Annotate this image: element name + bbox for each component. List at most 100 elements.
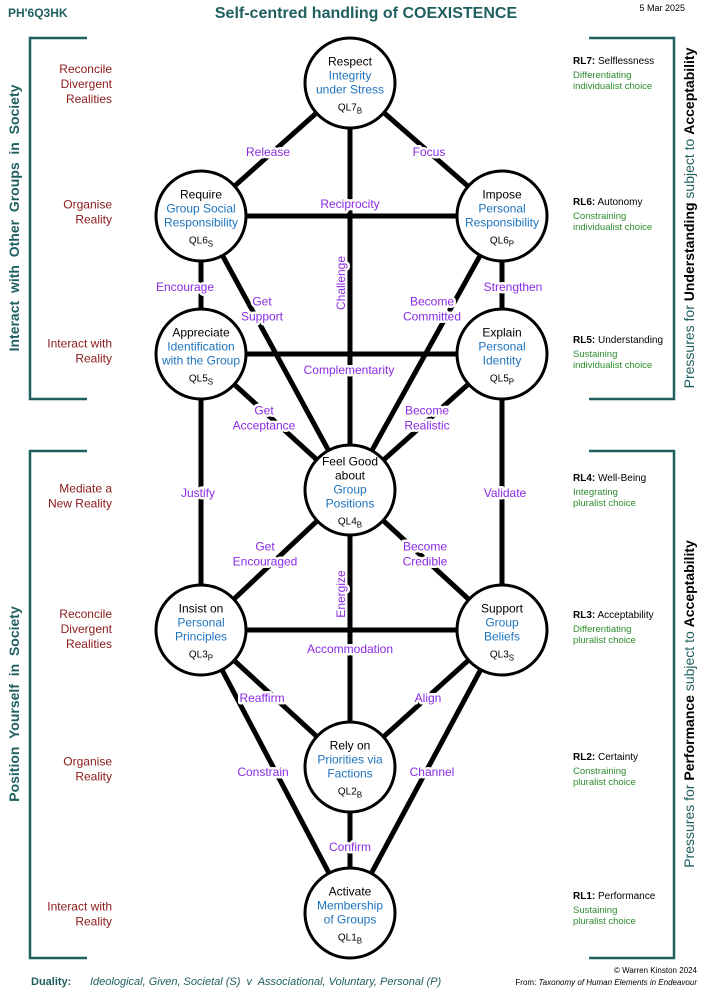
right-bracket-bottom: [589, 449, 676, 960]
node-text: Impose: [482, 188, 522, 202]
right-label-sub: pluralist choice: [573, 498, 636, 509]
right-label-sub: Sustaining: [573, 349, 617, 360]
right-bracket-label-part: Acceptability: [681, 540, 697, 627]
node-code: QL2B: [338, 787, 362, 800]
right-bracket-label-part: Performance: [681, 695, 697, 781]
edge-label-validate: Validate: [484, 486, 527, 500]
node-code: QL6S: [189, 236, 213, 249]
node-text: Insist on: [179, 602, 224, 616]
source-from-label: From:: [515, 978, 538, 987]
node-code: QL3P: [189, 650, 213, 663]
right-label-sub: pluralist choice: [573, 777, 636, 788]
node-text: Appreciate: [172, 326, 230, 340]
right-bracket-top: [589, 36, 676, 401]
right-label-heading: RL7: Selflessness: [573, 56, 654, 67]
right-label-heading: RL5: Understanding: [573, 335, 663, 346]
right-label-heading: RL2: Certainty: [573, 752, 638, 763]
left-bracket-top: [28, 36, 87, 401]
node-text: Respect: [328, 55, 373, 69]
right-bracket-label-part: Pressures for: [681, 301, 697, 388]
node-text: Responsibility: [164, 216, 238, 230]
node-circle: [455, 307, 549, 401]
node-text: Activate: [329, 885, 372, 899]
right-label-1: RL7: SelflessnessDifferentiatingindividu…: [573, 56, 654, 92]
node-code: QL7B: [338, 103, 362, 116]
edge-label-confirm: Confirm: [329, 840, 371, 854]
node-text: Personal: [478, 202, 525, 216]
node-text: Integrity: [329, 69, 372, 83]
node-text: Group: [485, 616, 519, 630]
node-circle: [303, 36, 397, 130]
node-text: Rely on: [330, 739, 371, 753]
edge-ql3p-ql1: [198, 628, 353, 915]
document-date: 5 Mar 2025: [639, 3, 685, 13]
node-text: Explain: [482, 326, 521, 340]
left-bracket-bottom-label: Position Yourself in Society: [6, 606, 22, 802]
right-label-heading: RL3: Acceptability: [573, 610, 654, 621]
node-code: QL5S: [189, 374, 213, 387]
right-label-sub: Differentiating: [573, 624, 631, 635]
right-label-sub: Constraining: [573, 211, 626, 222]
node-text: of Groups: [324, 913, 377, 927]
node-text: Personal: [478, 340, 525, 354]
node-text: under Stress: [316, 83, 384, 97]
left-bracket-top-label: Interact with Other Groups in Society: [6, 84, 22, 351]
page-title: Self-centred handling of COEXISTENCE: [215, 5, 518, 22]
edge-label-channel: Channel: [410, 765, 455, 779]
node-text: Membership: [317, 899, 383, 913]
node-circle: [154, 307, 248, 401]
edge-label-reaffirm: Reaffirm: [239, 691, 284, 705]
node-code: QL3S: [490, 650, 514, 663]
edge-label-challenge: Challenge: [334, 256, 348, 310]
node-text: Responsibility: [465, 216, 539, 230]
edge-ql3s-ql1: [347, 628, 505, 915]
right-label-sub: pluralist choice: [573, 635, 636, 646]
edge-label-constrain: Constrain: [237, 765, 288, 779]
node-text: Require: [180, 188, 222, 202]
node-circle: [154, 583, 248, 677]
right-label-heading: RL6: Autonomy: [573, 197, 643, 208]
edge-label-accommodation: Accommodation: [307, 642, 393, 656]
node-circle: [303, 720, 397, 814]
node-text: Beliefs: [484, 630, 520, 644]
right-label-sub: Sustaining: [573, 905, 617, 916]
right-label-sub: individualist choice: [573, 360, 652, 371]
node-text: Identity: [483, 354, 522, 368]
document-code: PH'6Q3HK: [8, 6, 68, 20]
node-text: with the Group: [161, 354, 240, 368]
right-label-sub: individualist choice: [573, 222, 652, 233]
source-citation: From: Taxonomy of Human Elements in Ende…: [515, 978, 697, 987]
node-code: QL1B: [338, 933, 362, 946]
copyright: © Warren Kinston 2024: [614, 966, 698, 975]
right-bracket-label-part: subject to: [681, 135, 697, 203]
edge-label-reciprocity: Reciprocity: [320, 197, 379, 211]
node-circle: [303, 866, 397, 960]
right-label-3: RL5: UnderstandingSustainingindividualis…: [573, 335, 663, 371]
node-circle: [455, 583, 549, 677]
right-bracket-label-part: Pressures for: [681, 781, 697, 868]
right-label-sub: Integrating: [573, 487, 618, 498]
right-bracket-label-part: Acceptability: [681, 47, 697, 134]
